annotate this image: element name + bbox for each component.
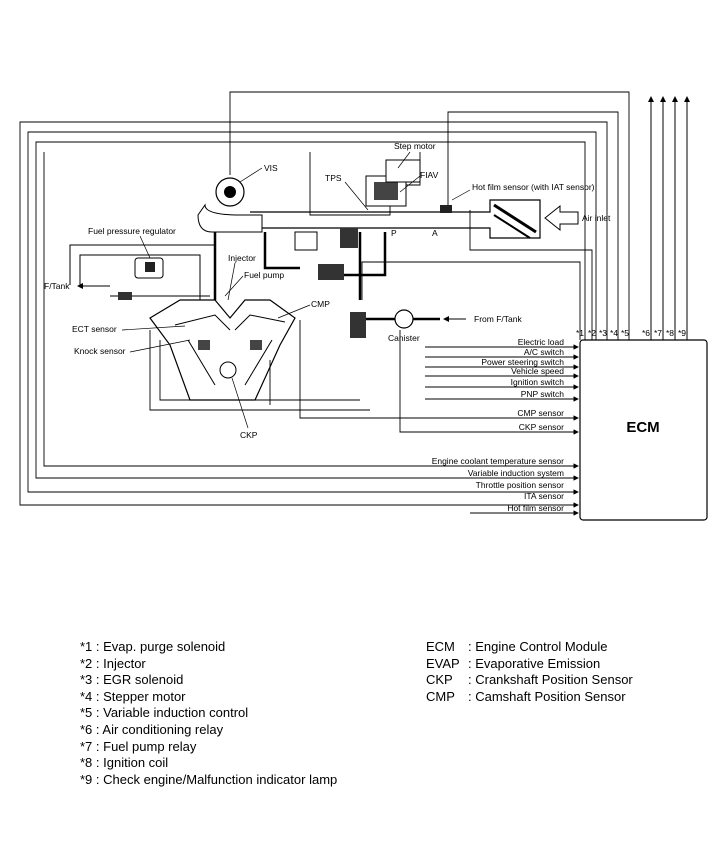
ecm-input-lines [425, 344, 579, 516]
input-ignition-switch: Ignition switch [511, 377, 565, 387]
input-hot-film-sensor: Hot film sensor [507, 503, 564, 513]
abbr-ecm: ECM [426, 639, 455, 654]
air-inlet-label: Air inlet [582, 213, 611, 223]
abbr-ckp-meaning: : Crankshaft Position Sensor [468, 672, 633, 688]
abbr-evap-meaning: : Evaporative Emission [468, 655, 601, 671]
f-tank-label: F/Tank [44, 281, 70, 291]
step-motor-assembly [365, 159, 421, 207]
legend-notes: *1 : Evap. purge solenoid *2 : Injector … [80, 639, 337, 788]
abbr-row-cmp: CMP : Camshaft Position Sensor [426, 689, 633, 706]
fuel-pressure-regulator-label: Fuel pressure regulator [88, 226, 176, 236]
engine-block [149, 299, 296, 401]
pin-7: *7 [654, 328, 662, 338]
input-ita-sensor: ITA sensor [524, 491, 564, 501]
ecm-module: ECM [579, 339, 708, 521]
pin-5: *5 [621, 328, 629, 338]
abbr-row-ecm: ECM : Engine Control Module [426, 639, 633, 656]
fuel-filter [118, 292, 132, 300]
abbr-ecm-meaning: : Engine Control Module [468, 639, 608, 654]
vis-actuator [197, 177, 263, 233]
legend-note-7: *7 : Fuel pump relay [80, 738, 197, 754]
pin-4: *4 [610, 328, 618, 338]
intake-manifold [213, 232, 387, 300]
input-variable-induction: Variable induction system [468, 468, 564, 478]
solenoid-valves [294, 228, 358, 280]
a-port-label: A [432, 228, 438, 238]
canister-purge [350, 309, 440, 338]
p-port-label: P [391, 228, 397, 238]
pin-9: *9 [678, 328, 686, 338]
hot-film-label: Hot film sensor (with IAT sensor) [472, 182, 595, 192]
step-motor-label: Step motor [394, 141, 436, 151]
ecm-title: ECM [626, 419, 659, 436]
ecm-output-arrows [648, 96, 690, 340]
legend-note-3: *3 : EGR solenoid [80, 672, 184, 688]
engine-wiring [149, 330, 370, 411]
legend-note-4: *4 : Stepper motor [80, 688, 186, 704]
canister-label: Canister [388, 333, 420, 343]
input-cmp-sensor: CMP sensor [517, 408, 564, 418]
input-ac-switch: A/C switch [524, 347, 564, 357]
input-power-steering: Power steering switch [481, 357, 564, 367]
input-vehicle-speed: Vehicle speed [511, 366, 564, 376]
input-electric-load: Electric load [518, 337, 565, 347]
from-f-tank-label: From F/Tank [474, 314, 522, 324]
ckp-label: CKP [240, 430, 258, 440]
tps-label: TPS [325, 173, 342, 183]
injector-label: Injector [228, 253, 256, 263]
legend-note-2: *2 : Injector [80, 655, 146, 671]
abbr-cmp: CMP [426, 688, 455, 704]
ect-sensor-label: ECT sensor [72, 324, 117, 334]
input-ckp-sensor: CKP sensor [519, 422, 564, 432]
abbr-row-evap: EVAP : Evaporative Emission [426, 656, 633, 673]
legend-note-1: *1 : Evap. purge solenoid [80, 639, 226, 654]
input-tps: Throttle position sensor [476, 480, 565, 490]
ecm-pin-labels: *1 *2 *3 *4 *5 *6 *7 *8 *9 [576, 328, 686, 338]
pin-3: *3 [599, 328, 607, 338]
input-pnp-switch: PNP switch [521, 389, 565, 399]
cmp-label: CMP [311, 299, 330, 309]
legend-note-5: *5 : Variable induction control [80, 705, 249, 721]
input-ect-sensor: Engine coolant temperature sensor [432, 456, 564, 466]
legend-abbreviations: ECM : Engine Control Module EVAP : Evapora… [426, 639, 633, 705]
fuel-pressure-regulator [134, 257, 164, 279]
legend-note-8: *8 : Ignition coil [80, 755, 169, 771]
fuel-pump-label: Fuel pump [244, 270, 284, 280]
pin-6: *6 [642, 328, 650, 338]
engine-control-diagram: ECM *1 *2 *3 *4 *5 *6 *7 *8 *9 [19, 91, 708, 521]
pin-8: *8 [666, 328, 674, 338]
abbr-ckp: CKP [426, 672, 453, 688]
hot-film-sensor [440, 205, 452, 213]
air-inlet-arrow [544, 204, 579, 232]
legend-note-9: *9 : Check engine/Malfunction indicator … [80, 771, 338, 787]
ecm-input-labels: Electric load A/C switch Power steering … [432, 337, 565, 513]
fiav-label: FIAV [420, 170, 439, 180]
intake-duct [250, 199, 541, 239]
vis-label: VIS [264, 163, 278, 173]
legend-note-6: *6 : Air conditioning relay [80, 721, 224, 737]
abbr-row-ckp: CKP : Crankshaft Position Sensor [426, 672, 633, 689]
abbr-cmp-meaning: : Camshaft Position Sensor [468, 688, 626, 704]
ecm-wiring [19, 91, 630, 506]
abbr-evap: EVAP [426, 655, 460, 671]
knock-sensor-label: Knock sensor [74, 346, 126, 356]
